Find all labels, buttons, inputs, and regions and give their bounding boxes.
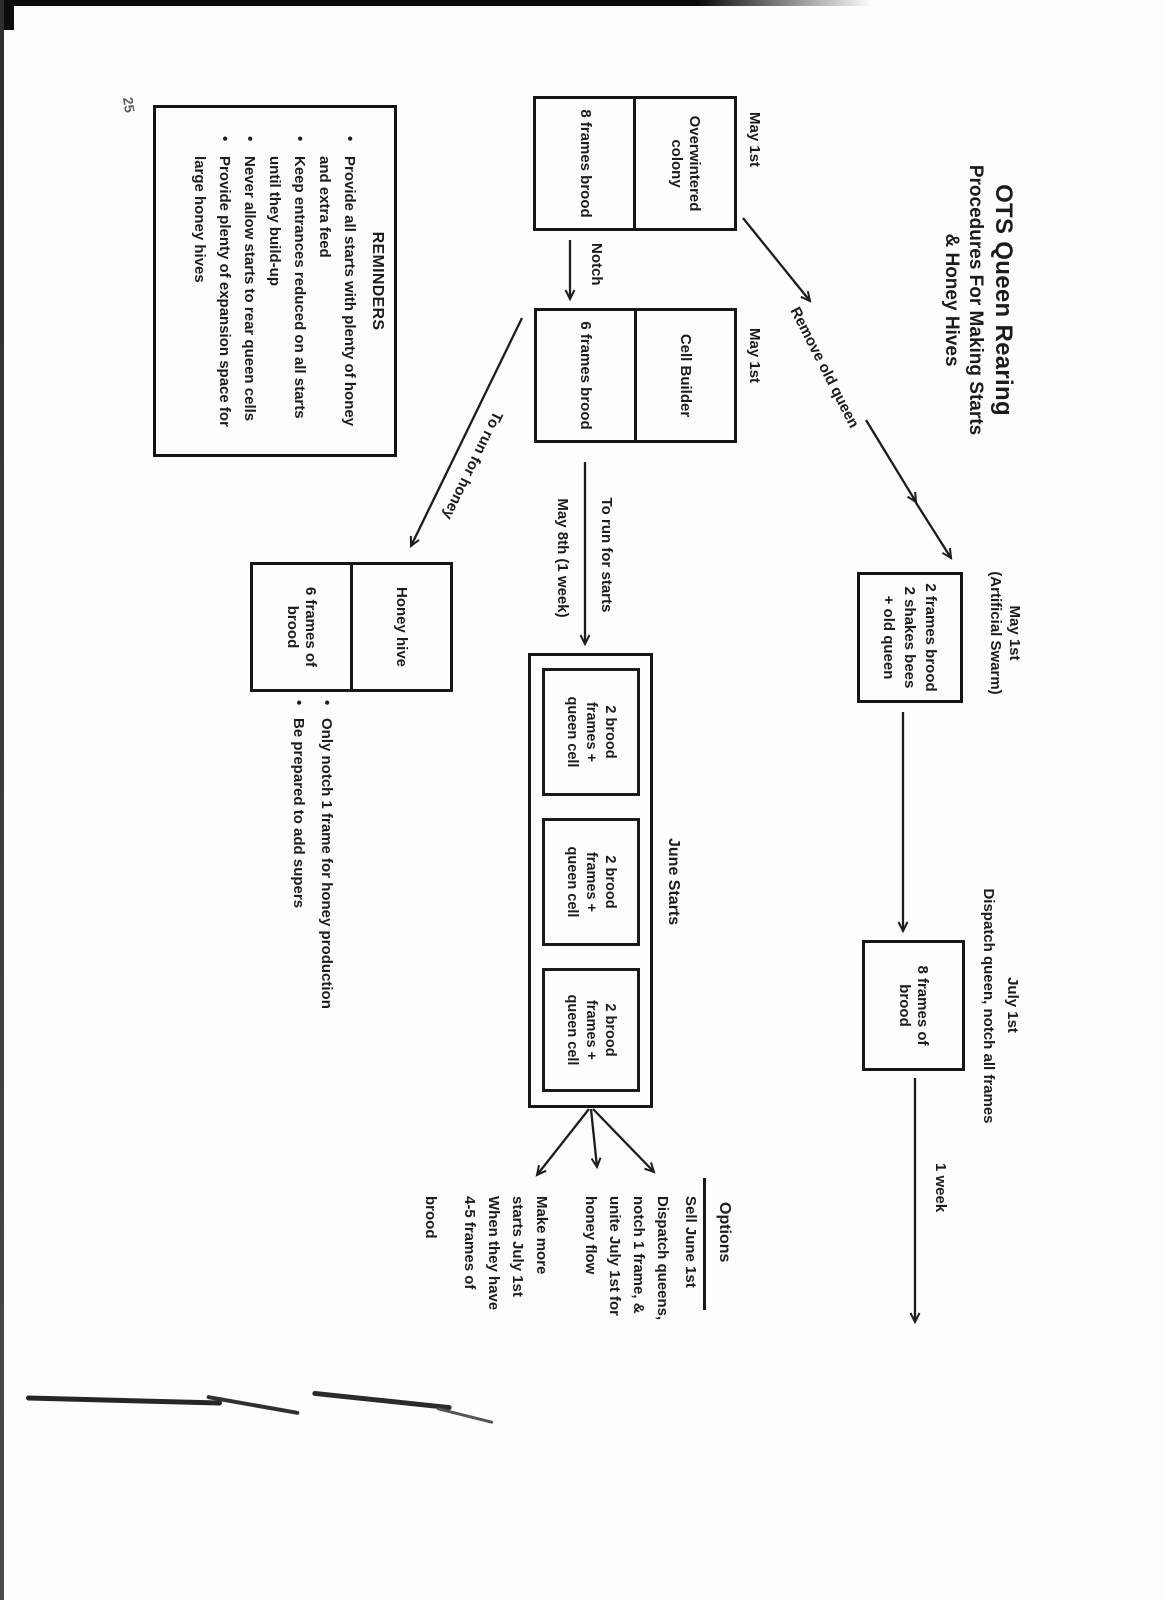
arrow-remove-old-queen-1 [742, 217, 812, 303]
reminder-item: • Keep entrances reduced on all starts un… [262, 132, 312, 441]
artificial-swarm-subtitle: (Artificial Swarm) [987, 571, 1005, 695]
artificial-swarm-caption: May 1st (Artificial Swarm) [986, 545, 1023, 721]
option-dispatch-line2: notch 1 frame, & [630, 1196, 647, 1314]
reminder-item-1-text: Provide all starts with plenty of honey … [316, 156, 358, 427]
june-box1-line2: frames + [583, 701, 600, 763]
june-starts-label: June Starts [665, 838, 682, 926]
artificial-swarm-box: 2 frames brood 2 shakes bees + old queen [857, 572, 963, 703]
eight-frames-date: July 1st [1004, 977, 1021, 1033]
title-line3: & Honey Hives [941, 233, 962, 367]
scan-artifact-left-edge [0, 0, 4, 1600]
reminders-list: • Provide all starts with plenty of honey… [187, 108, 362, 454]
options-underline [703, 1178, 706, 1310]
option-dispatch-line1: Dispatch queens, [654, 1196, 671, 1321]
honey-note-1: • Only notch 1 frame for honey production [318, 700, 335, 1009]
eight-frames-line1: 8 frames of [914, 965, 932, 1046]
arrow-run-for-honey [409, 317, 524, 549]
honey-hive-top-cell: Honey hive [393, 586, 411, 668]
june-box2-line2: frames + [583, 851, 600, 913]
option-more-line5: brood [422, 1196, 439, 1239]
run-for-starts-date: May 8th (1 week) [554, 498, 571, 618]
bullet-icon: • [241, 136, 258, 142]
overwintered-date: May 1st [746, 112, 763, 168]
option-dispatch: Dispatch queens, notch 1 frame, & unite … [578, 1196, 674, 1320]
cell-builder-top-cell: Cell Builder [677, 333, 695, 418]
bullet-icon: • [216, 136, 233, 142]
reminders-box: REMINDERS • Provide all starts with plent… [153, 105, 397, 457]
reminder-item: • Provide all starts with plenty of honey… [312, 132, 362, 441]
cell-builder-box: Cell Builder 6 frames brood [534, 308, 737, 443]
bullet-icon: • [341, 136, 358, 142]
eight-frames-note: Dispatch queen, notch all frames [980, 888, 997, 1124]
option-dispatch-line3: unite July 1st for [606, 1196, 623, 1317]
overwintered-colony-box: Overwintered colony 8 frames brood [533, 96, 737, 231]
arrow-option-sell [592, 1108, 656, 1174]
honey-hive-bottom-cell: 6 frames of brood [253, 565, 353, 689]
reminders-header: REMINDERS [369, 231, 386, 331]
june-box3-line2: frames + [583, 999, 600, 1061]
eight-frames-cell: 8 frames of brood [865, 943, 962, 1068]
reminder-item-4-text: Provide plenty of expansion space for la… [191, 156, 233, 427]
option-more-line3: When they have [485, 1196, 502, 1311]
artificial-swarm-line1: 2 frames brood [922, 583, 940, 692]
bullet-icon: • [318, 700, 335, 706]
reminder-item-2-text: Keep entrances reduced on all starts unt… [266, 156, 308, 419]
one-week-label: 1 week [932, 1163, 949, 1213]
arrow-option-dispatch [589, 1108, 602, 1170]
title-line1: OTS Queen Rearing [990, 184, 1017, 416]
reminder-item-3-text: Never allow starts to rear queen cells [241, 156, 258, 422]
honey-hive-box: Honey hive 6 frames of brood [250, 562, 453, 692]
option-more-line1: Make more [533, 1196, 550, 1275]
option-more-line2: starts July 1st [509, 1196, 526, 1297]
june-box2-line1: 2 brood [602, 855, 619, 909]
reminder-item: • Never allow starts to rear queen cells [237, 132, 262, 441]
june-start-box-2: 2 brood frames + queen cell [542, 818, 640, 946]
option-sell: Sell June 1st [682, 1196, 699, 1288]
honey-note-2: • Be prepared to add supers [290, 700, 307, 908]
arrow-remove-old-queen-3 [912, 497, 953, 560]
eight-frames-line2: brood [896, 984, 914, 1027]
honey-note-2-text: Be prepared to add supers [290, 718, 307, 909]
june-box1-line1: 2 brood [602, 705, 619, 759]
option-more-line4: 4-5 frames of [461, 1196, 478, 1290]
june-box3-line1: 2 brood [602, 1003, 619, 1057]
option-dispatch-line4: honey flow [582, 1196, 599, 1275]
bullet-icon: • [290, 700, 307, 706]
overwintered-bottom-cell: 8 frames brood [536, 99, 637, 228]
page-title: OTS Queen Rearing Procedures For Making … [940, 130, 1017, 470]
eight-frames-box: 8 frames of brood [862, 940, 965, 1071]
overwintered-top-cell: Overwintered colony [668, 115, 704, 212]
options-header: Options [716, 1202, 733, 1263]
june-box3-line3: queen cell [564, 994, 581, 1066]
cell-builder-date: May 1st [746, 328, 763, 384]
reminder-item: • Provide plenty of expansion space for l… [187, 132, 237, 441]
run-for-starts-label: To run for starts [598, 497, 615, 613]
cell-builder-bottom-cell: 6 frames brood [537, 311, 637, 440]
artificial-swarm-line2: 2 shakes bees [901, 586, 919, 689]
artificial-swarm-line3: + old queen [880, 595, 898, 680]
page-number: 25 [119, 95, 139, 114]
arrow-remove-old-queen-2 [865, 419, 918, 504]
june-box2-line3: queen cell [564, 846, 581, 918]
arrow-option-more-starts [535, 1108, 590, 1177]
june-start-box-3: 2 brood frames + queen cell [542, 968, 640, 1092]
title-line2: Procedures For Making Starts [965, 164, 986, 436]
artificial-swarm-date: May 1st [1006, 605, 1023, 661]
june-starts-container: 2 brood frames + queen cell 2 brood fram… [528, 653, 653, 1108]
june-start-box-1: 2 brood frames + queen cell [542, 668, 640, 796]
notch-label: Notch [588, 243, 605, 286]
honey-note-1-text: Only notch 1 frame for honey production [318, 718, 335, 1009]
option-more-starts: Make more starts July 1st When they have… [418, 1196, 553, 1310]
bullet-icon: • [291, 136, 308, 142]
june-box1-line3: queen cell [564, 696, 581, 768]
scan-artifact-top-edge [0, 0, 872, 6]
